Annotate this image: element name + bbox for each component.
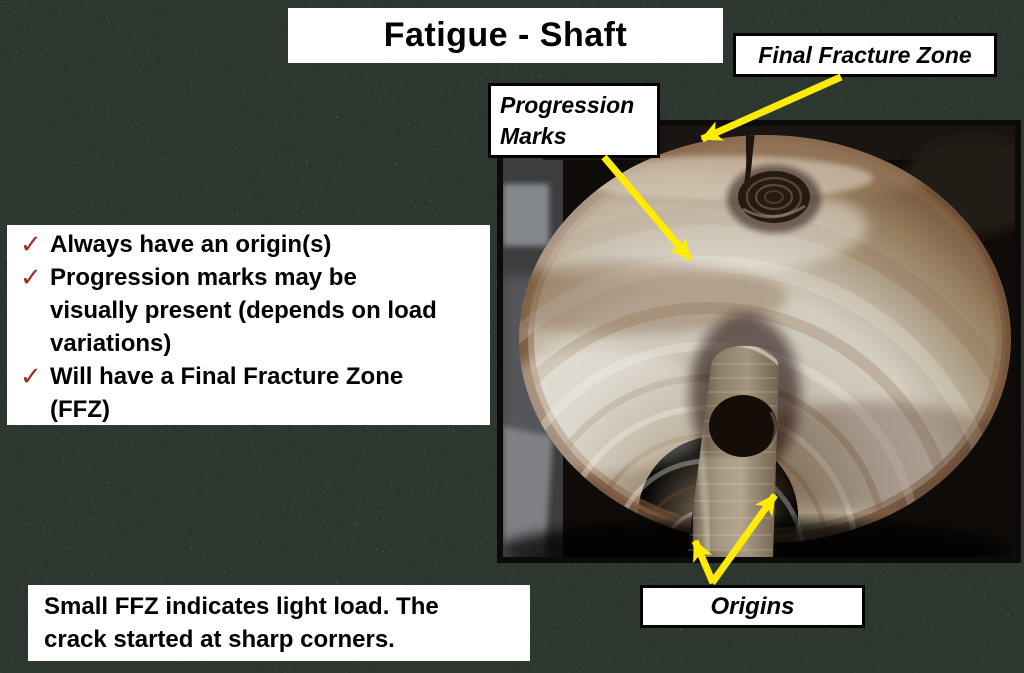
note-box: Small FFZ indicates light load. The crac… bbox=[28, 585, 530, 661]
fracture-photo bbox=[497, 120, 1021, 563]
bullet-item: ✓ Progression marks may be visually prese… bbox=[7, 261, 490, 360]
slide-title: Fatigue - Shaft bbox=[288, 8, 723, 63]
label-progression-marks-text: Progression Marks bbox=[500, 92, 635, 149]
bullet-list: ✓ Always have an origin(s) ✓ Progression ma… bbox=[7, 225, 490, 425]
bullet-item: ✓ Will have a Final Fracture Zone (FFZ) bbox=[7, 360, 490, 426]
slide-title-text: Fatigue - Shaft bbox=[383, 16, 628, 54]
note-text: Small FFZ indicates light load. The crac… bbox=[44, 593, 439, 653]
bore-hole bbox=[709, 395, 777, 457]
shaft-cross-section-image bbox=[503, 126, 1015, 557]
label-progression-marks: Progression Marks bbox=[488, 83, 660, 158]
label-final-fracture-zone: Final Fracture Zone bbox=[733, 33, 997, 77]
label-origins-text: Origins bbox=[710, 592, 795, 620]
checkmark-icon: ✓ bbox=[20, 262, 42, 292]
checkmark-icon: ✓ bbox=[20, 361, 42, 391]
bullet-item: ✓ Always have an origin(s) bbox=[7, 228, 490, 261]
bullet-text: Progression marks may be visually presen… bbox=[50, 264, 437, 357]
checkmark-icon: ✓ bbox=[20, 229, 42, 259]
label-final-fracture-zone-text: Final Fracture Zone bbox=[758, 41, 972, 68]
label-origins: Origins bbox=[640, 585, 865, 628]
threaded-hole bbox=[727, 165, 821, 233]
bullet-text: Will have a Final Fracture Zone (FFZ) bbox=[50, 363, 404, 423]
bullet-text: Always have an origin(s) bbox=[50, 231, 332, 258]
